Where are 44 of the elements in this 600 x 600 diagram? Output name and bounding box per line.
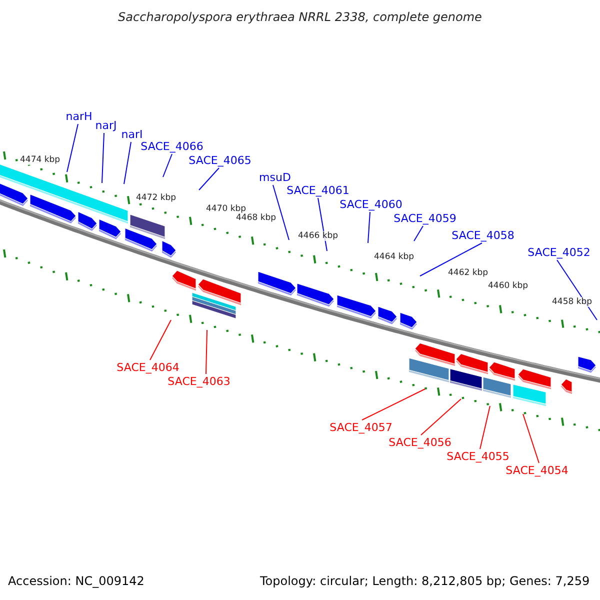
leader-line bbox=[480, 406, 490, 450]
gene-label: SACE_4058 bbox=[452, 229, 514, 242]
gene-label: SACE_4061 bbox=[286, 184, 350, 197]
gene-label: SACE_4063 bbox=[168, 375, 230, 388]
gene-label: SACE_4064 bbox=[116, 361, 180, 374]
gene-label: narI bbox=[121, 128, 143, 141]
gene-label: SACE_4065 bbox=[188, 154, 252, 167]
leader-line bbox=[162, 154, 172, 178]
gene-label: SACE_4055 bbox=[446, 450, 510, 463]
gene-label: msuD bbox=[259, 171, 291, 184]
gene-label: SACE_4056 bbox=[388, 436, 452, 449]
leader-line bbox=[362, 388, 426, 420]
leader-line bbox=[368, 212, 370, 244]
leader-line bbox=[420, 242, 482, 276]
leader-line bbox=[124, 142, 132, 184]
leader-line bbox=[102, 132, 104, 184]
scale-label: 4458 kbp bbox=[552, 297, 592, 307]
leader-line bbox=[414, 226, 424, 242]
leader-line bbox=[198, 168, 220, 190]
scale-label: 4470 kbp bbox=[206, 204, 246, 214]
gene-label: SACE_4059 bbox=[394, 212, 456, 225]
leader-line bbox=[66, 124, 78, 172]
scale-label: 4462 kbp bbox=[448, 268, 488, 278]
scale-label: 4460 kbp bbox=[488, 281, 528, 291]
leader-line bbox=[272, 184, 290, 240]
scale-label: 4466 kbp bbox=[298, 231, 338, 241]
genome-summary-text: Topology: circular; Length: 8,212,805 bp; Genes: 7,259 bbox=[260, 574, 590, 588]
accession-text: Accession: NC_009142 bbox=[8, 574, 144, 588]
scale-label: 4468 kbp bbox=[236, 213, 276, 223]
leader-line bbox=[150, 320, 172, 360]
gene-label: SACE_4060 bbox=[340, 198, 402, 211]
gene-label: SACE_4052 bbox=[528, 246, 590, 259]
gene-label: SACE_4054 bbox=[506, 464, 568, 477]
gene-label: narH bbox=[66, 110, 92, 123]
leader-line bbox=[420, 398, 462, 436]
title: Saccharopolyspora erythraea NRRL 2338, complete genome bbox=[118, 10, 482, 24]
scale-label: 4472 kbp bbox=[136, 193, 176, 203]
gene-label: narJ bbox=[95, 119, 117, 132]
scale-label: 4464 kbp bbox=[374, 252, 414, 262]
gene-label: SACE_4057 bbox=[330, 421, 392, 434]
gene-label: SACE_4066 bbox=[140, 140, 204, 153]
leader-line bbox=[206, 330, 208, 374]
leader-line bbox=[522, 414, 540, 464]
scale-label: 4474 kbp bbox=[20, 155, 60, 165]
